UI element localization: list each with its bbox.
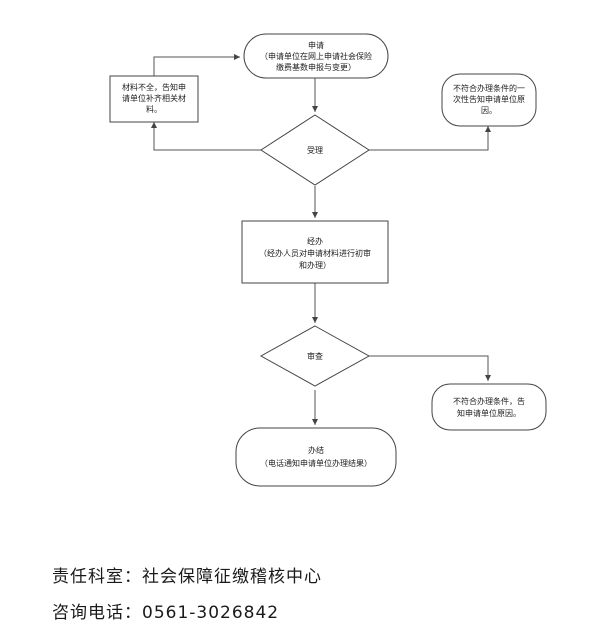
node-incomplete-line-3: 料。	[146, 104, 162, 114]
node-handle-desc-2: 和办理）	[299, 260, 331, 270]
node-apply-desc-1: （申请单位在网上申请社会保险	[260, 51, 372, 61]
flowchart: 申请 （申请单位在网上申请社会保险 缴费基数申报与变更） 材料不全，告知申 请单…	[109, 33, 547, 487]
node-finish-desc: （电话通知申请单位办理结果）	[260, 458, 372, 468]
node-review-label: 审查	[307, 351, 323, 361]
arrow-accept-to-incomplete	[151, 122, 261, 151]
node-reject-2-line-2: 知申请单位原因。	[457, 408, 521, 418]
node-incomplete: 材料不全，告知申 请单位补齐相关材 料。	[109, 75, 199, 123]
node-reject-2: 不符合办理条件，告 知申请单位原因。	[431, 383, 547, 431]
arrow-review-to-reject2	[369, 355, 491, 381]
node-reject-2-line-1: 不符合办理条件，告	[453, 396, 525, 406]
node-reject-1-line-2: 次性告知申请单位原	[453, 94, 525, 104]
node-reject-1: 不符合办理条件的一 次性告知申请单位原 因。	[441, 73, 537, 127]
footer-department: 责任科室：社会保障征缴稽核中心	[52, 567, 322, 587]
node-accept: 受理	[260, 114, 370, 186]
node-apply-desc-2: 缴费基数申报与变更）	[276, 62, 356, 72]
node-apply-title: 申请	[308, 40, 324, 50]
node-reject-1-line-1: 不符合办理条件的一	[453, 83, 525, 93]
node-finish: 办结 （电话通知申请单位办理结果）	[235, 427, 397, 487]
node-handle-desc-1: （经办人员对申请材料进行初审	[259, 248, 371, 258]
arrow-incomplete-to-apply	[153, 54, 240, 76]
arrow-accept-to-reject1	[369, 126, 491, 151]
node-review: 审查	[259, 325, 371, 387]
node-handle: 经办 （经办人员对申请材料进行初审 和办理）	[241, 220, 389, 284]
node-finish-title: 办结	[308, 445, 324, 455]
node-handle-title: 经办	[307, 236, 323, 246]
node-incomplete-line-1: 材料不全，告知申	[122, 82, 186, 92]
node-incomplete-line-2: 请单位补齐相关材	[122, 93, 186, 103]
node-accept-label: 受理	[307, 145, 323, 155]
node-reject-1-line-3: 因。	[481, 106, 497, 115]
footer-phone: 咨询电话：0561-3026842	[52, 603, 280, 623]
connectors	[151, 54, 491, 425]
node-apply: 申请 （申请单位在网上申请社会保险 缴费基数申报与变更）	[243, 33, 389, 79]
